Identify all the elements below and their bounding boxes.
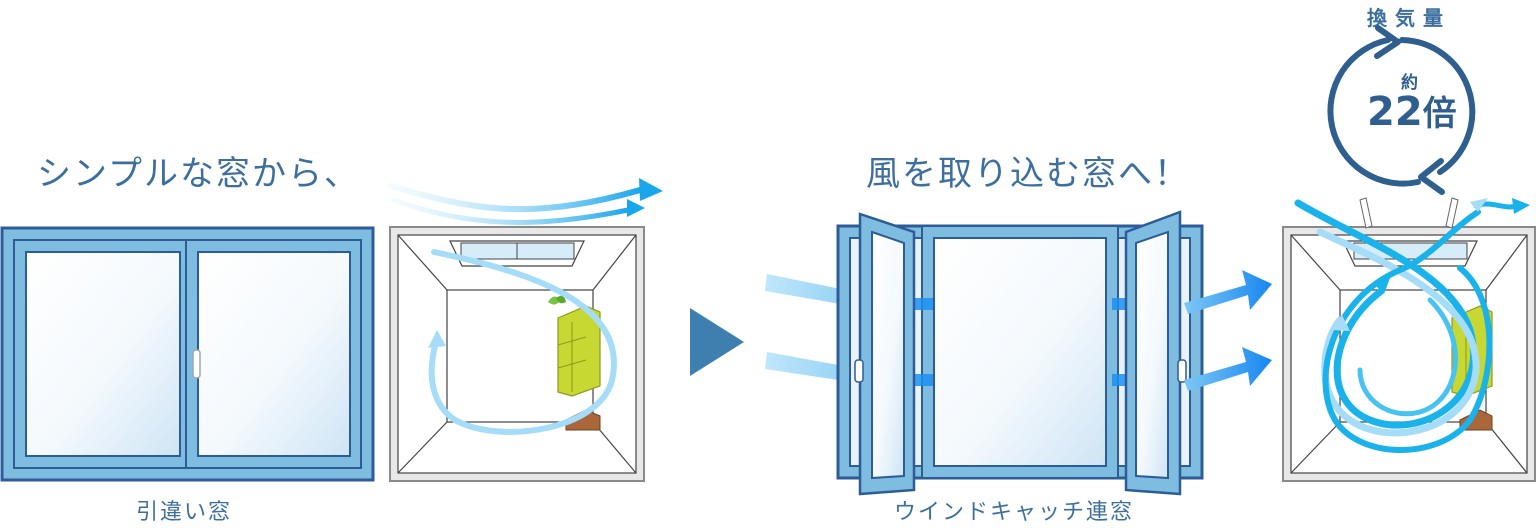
sliding-window-left-sash (13, 239, 191, 469)
next-arrow-icon (690, 308, 744, 376)
sliding-window-caption: 引違い窓 (136, 500, 233, 525)
sliding-window-right-sash (185, 239, 362, 469)
sliding-window-handle (192, 349, 201, 379)
ventilation-unit: 倍 (1422, 94, 1457, 134)
outflow-arrow-top (1184, 270, 1272, 314)
outflow-arrow-bottom (1184, 347, 1272, 391)
ventilation-ratio: 22倍 (1367, 86, 1457, 135)
inflow-arrow-bottom (765, 352, 860, 383)
inflow-arrow-top (765, 274, 860, 307)
airflow-swirl (1294, 198, 1530, 453)
right-heading: 風を取り込む窓へ！ (866, 154, 1190, 194)
plant (548, 295, 566, 305)
windcatch-window-caption: ウインドキャッチ連窓 (894, 500, 1135, 525)
airflow-loop-arrowhead (428, 330, 446, 348)
wind-catch-window (765, 210, 1272, 496)
ventilation-cycle-icon (1327, 25, 1476, 195)
ventilation-value: 22 (1367, 89, 1423, 135)
casement-right-open (1124, 210, 1187, 496)
wind-passing-by (387, 178, 663, 225)
ventilation-approx: 約 (1401, 73, 1418, 93)
ventilation-title: 換気量 (1367, 6, 1451, 30)
airflow-loop (428, 249, 617, 435)
room-plan-simple (389, 226, 645, 482)
room-window-top (449, 240, 585, 267)
sliding-window (0, 226, 375, 482)
casement-left-open (854, 212, 916, 496)
room-plan-windcatch (1282, 197, 1536, 482)
left-heading: シンプルな窓から、 (37, 154, 360, 194)
